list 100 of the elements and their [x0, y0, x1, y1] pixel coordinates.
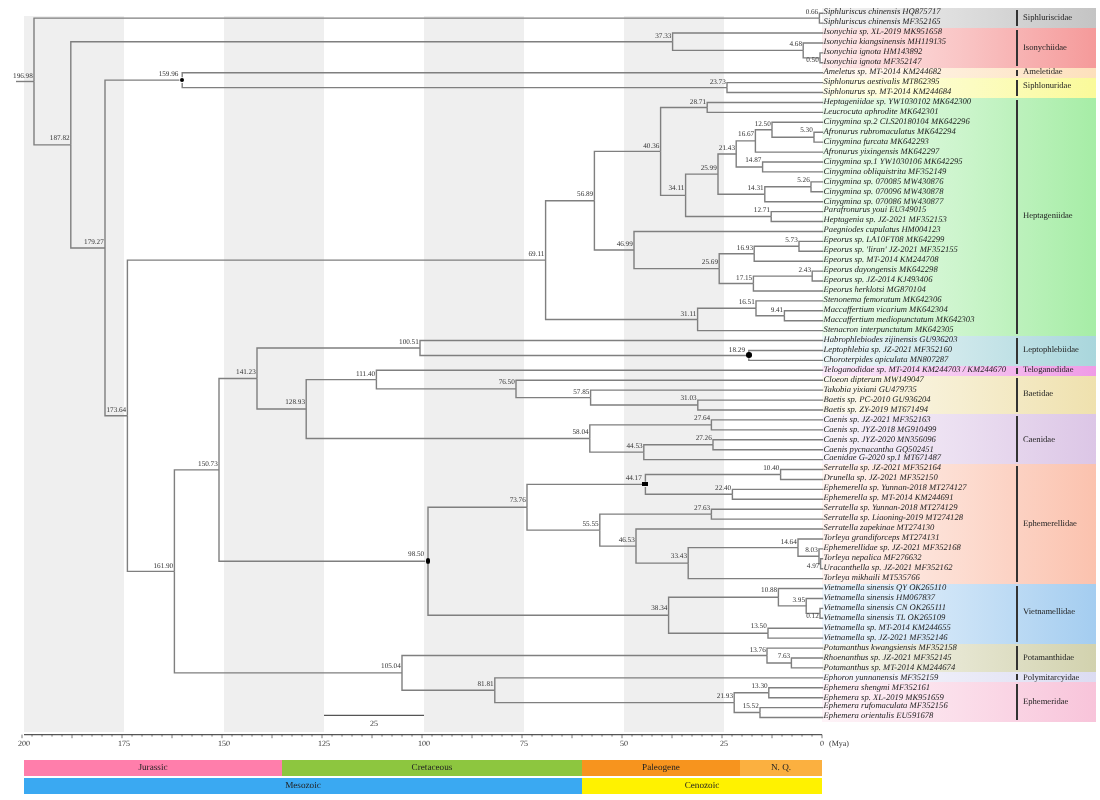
tree-branch [797, 538, 824, 549]
tree-branch [419, 339, 824, 349]
tree-branch [779, 468, 824, 476]
tree-branch [731, 488, 824, 495]
tree-branch [589, 424, 713, 440]
tree-branch [427, 506, 528, 560]
tree-branch [633, 249, 720, 270]
tree-branch [256, 347, 421, 380]
tree-branch [764, 186, 812, 195]
tree-branch [810, 181, 824, 188]
tree-branch [759, 706, 824, 714]
tree-branch [589, 396, 699, 406]
tree-branch [718, 267, 755, 285]
tree-branch [818, 548, 824, 558]
tree-branch [733, 701, 761, 714]
tree-branch [70, 41, 674, 146]
tree-branch [375, 369, 824, 381]
tree-branch [752, 275, 813, 285]
tree-branch [802, 49, 821, 59]
tree-branch [819, 52, 824, 59]
family-band [821, 28, 1096, 68]
tree-branch [813, 131, 824, 138]
tree-branch [494, 689, 735, 704]
tree-branch [33, 17, 821, 83]
tree-branch [790, 657, 824, 664]
tree-branch [753, 253, 824, 262]
tree-branch [401, 654, 768, 674]
tree-branch [696, 318, 824, 332]
tree-branch [819, 57, 824, 64]
tree-branch [181, 72, 824, 79]
tree-branch [802, 42, 824, 52]
tree-branch [684, 173, 719, 197]
tree-branch [726, 86, 824, 94]
tree-branch [104, 247, 129, 417]
tree-branch [494, 677, 824, 691]
tree-branch [712, 439, 824, 446]
tree-branch [759, 711, 824, 719]
tree-branch [515, 379, 824, 390]
tree-branch [104, 79, 181, 249]
family-band [821, 8, 1096, 29]
tree-branch [684, 194, 772, 218]
tree-branch [735, 153, 764, 168]
family-band [821, 583, 1096, 644]
tree-branch [731, 493, 824, 500]
tree-branch [643, 451, 824, 461]
tree-branch [173, 570, 403, 674]
tree-branch [544, 259, 699, 321]
tree-branch [755, 300, 824, 309]
tree-branch [643, 444, 714, 453]
tree-branch [748, 349, 824, 354]
tree-branch [589, 389, 824, 399]
tree-branch [819, 563, 824, 570]
tree-branch [671, 32, 824, 43]
tree-branch [659, 150, 687, 197]
tree-branch [710, 424, 824, 431]
tree-branch [644, 486, 734, 495]
tree-branch [735, 140, 757, 155]
tree-branch [710, 419, 824, 426]
family-band [821, 464, 1096, 584]
tree-branch [599, 529, 637, 547]
tree-branch [589, 437, 645, 453]
tree-branch [706, 101, 824, 109]
tree-branch [717, 173, 766, 195]
tree-branch [401, 672, 496, 691]
tree-branch [710, 508, 824, 515]
tree-branch [712, 444, 824, 451]
tree-branch [790, 662, 824, 669]
family-band [821, 97, 1096, 336]
tree-branch [770, 210, 824, 218]
tree-branch [659, 106, 708, 153]
tree-branch [687, 562, 824, 580]
tree-branch [797, 546, 820, 558]
tree-branch [181, 82, 728, 89]
tree-branch [768, 687, 824, 694]
tree-branch [754, 129, 773, 142]
calibration-square-icon [642, 481, 648, 487]
family-band [821, 414, 1096, 465]
tree-branch [635, 528, 824, 547]
tree-branch [726, 81, 824, 89]
tree-branch [644, 473, 782, 483]
tree-branch [755, 307, 786, 317]
tree-branch [761, 166, 824, 173]
tree-branch [593, 150, 662, 202]
tree-branch [752, 282, 824, 292]
tree-branch [766, 647, 824, 657]
tree-branch [717, 153, 737, 175]
tree-branch [813, 136, 824, 143]
tree-branch [173, 469, 220, 573]
tree-branch [805, 605, 821, 615]
family-band [821, 335, 1096, 366]
family-band [821, 672, 1096, 683]
tree-branch [33, 80, 72, 146]
tree-branch [783, 310, 824, 317]
family-band [821, 67, 1096, 78]
tree-branch [687, 546, 799, 564]
tree-branch [754, 140, 824, 153]
tree-branch [667, 596, 780, 616]
tree-branch [761, 161, 824, 168]
tree-branch [767, 632, 824, 639]
tree-branch [697, 404, 824, 411]
